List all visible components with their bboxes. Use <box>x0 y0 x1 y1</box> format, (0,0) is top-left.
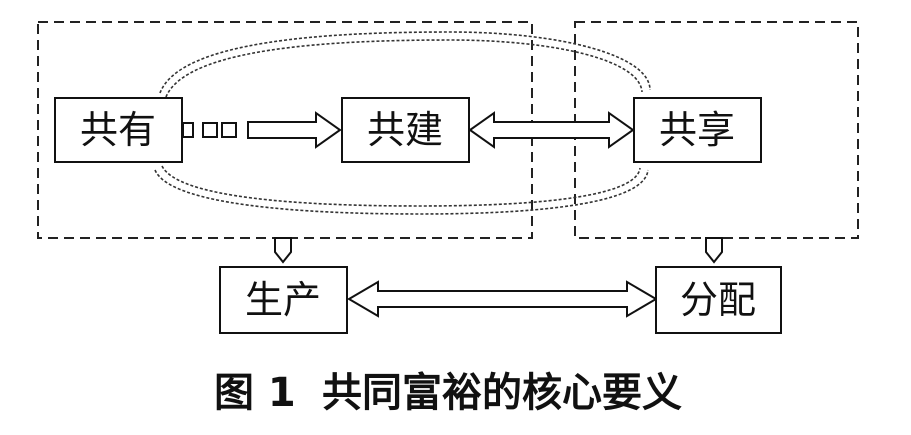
node-fenpei-label: 分配 <box>680 278 756 322</box>
node-gongyou-label: 共有 <box>80 108 156 152</box>
connector-square-2 <box>202 122 218 138</box>
node-gongxiang-label: 共享 <box>659 108 735 152</box>
figure-caption-label: 图 1 <box>214 370 296 416</box>
cycle-loop <box>154 31 651 215</box>
node-shengchan: 生产 <box>219 266 348 334</box>
pointer-to-shengchan <box>274 237 292 264</box>
node-shengchan-label: 生产 <box>245 278 321 322</box>
figure-caption-title: 共同富裕的核心要义 <box>322 370 682 416</box>
arrow-gongyou-to-gongjian <box>247 111 342 149</box>
node-fenpei: 分配 <box>655 266 782 334</box>
node-gongjian-label: 共建 <box>367 108 443 152</box>
node-gongjian: 共建 <box>341 97 470 163</box>
connector-square-3 <box>221 122 237 138</box>
arrow-shengchan-fenpei <box>347 280 658 318</box>
node-gongyou: 共有 <box>54 97 183 163</box>
connector-square-1 <box>182 122 194 138</box>
pointer-to-fenpei <box>705 237 723 264</box>
arrow-gongjian-gongxiang <box>468 111 635 149</box>
node-gongxiang: 共享 <box>633 97 762 163</box>
